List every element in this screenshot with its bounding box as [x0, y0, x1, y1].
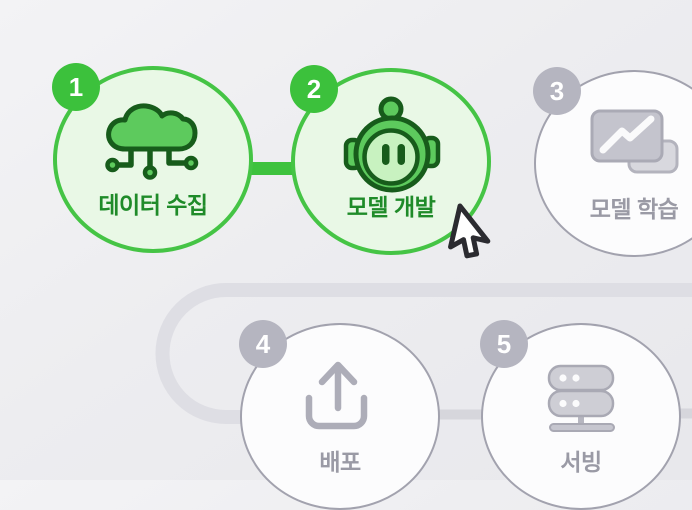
- step-serving[interactable]: 5 서빙: [481, 323, 681, 510]
- server-icon: [545, 365, 617, 433]
- robot-icon: [342, 96, 442, 196]
- step-data-collection[interactable]: 1 데이터 수집: [53, 66, 253, 253]
- step-label: 모델 학습: [534, 190, 692, 224]
- step-label: 데이터 수집: [53, 186, 253, 220]
- step-number-badge: 2: [290, 65, 338, 113]
- step-number-badge: 4: [239, 320, 287, 368]
- step-number-badge: 3: [533, 67, 581, 115]
- upload-icon: [305, 360, 375, 430]
- step-label: 배포: [240, 443, 440, 477]
- step-model-training[interactable]: 3 모델 학습: [534, 70, 692, 257]
- step-number-badge: 1: [52, 63, 100, 111]
- chart-cards-icon: [589, 108, 679, 174]
- step-label: 서빙: [481, 443, 681, 477]
- step-deployment[interactable]: 4 배포: [240, 323, 440, 510]
- arrow-cursor-icon: [450, 198, 512, 264]
- step-number-badge: 5: [480, 320, 528, 368]
- cloud-circuit-icon: [103, 103, 203, 177]
